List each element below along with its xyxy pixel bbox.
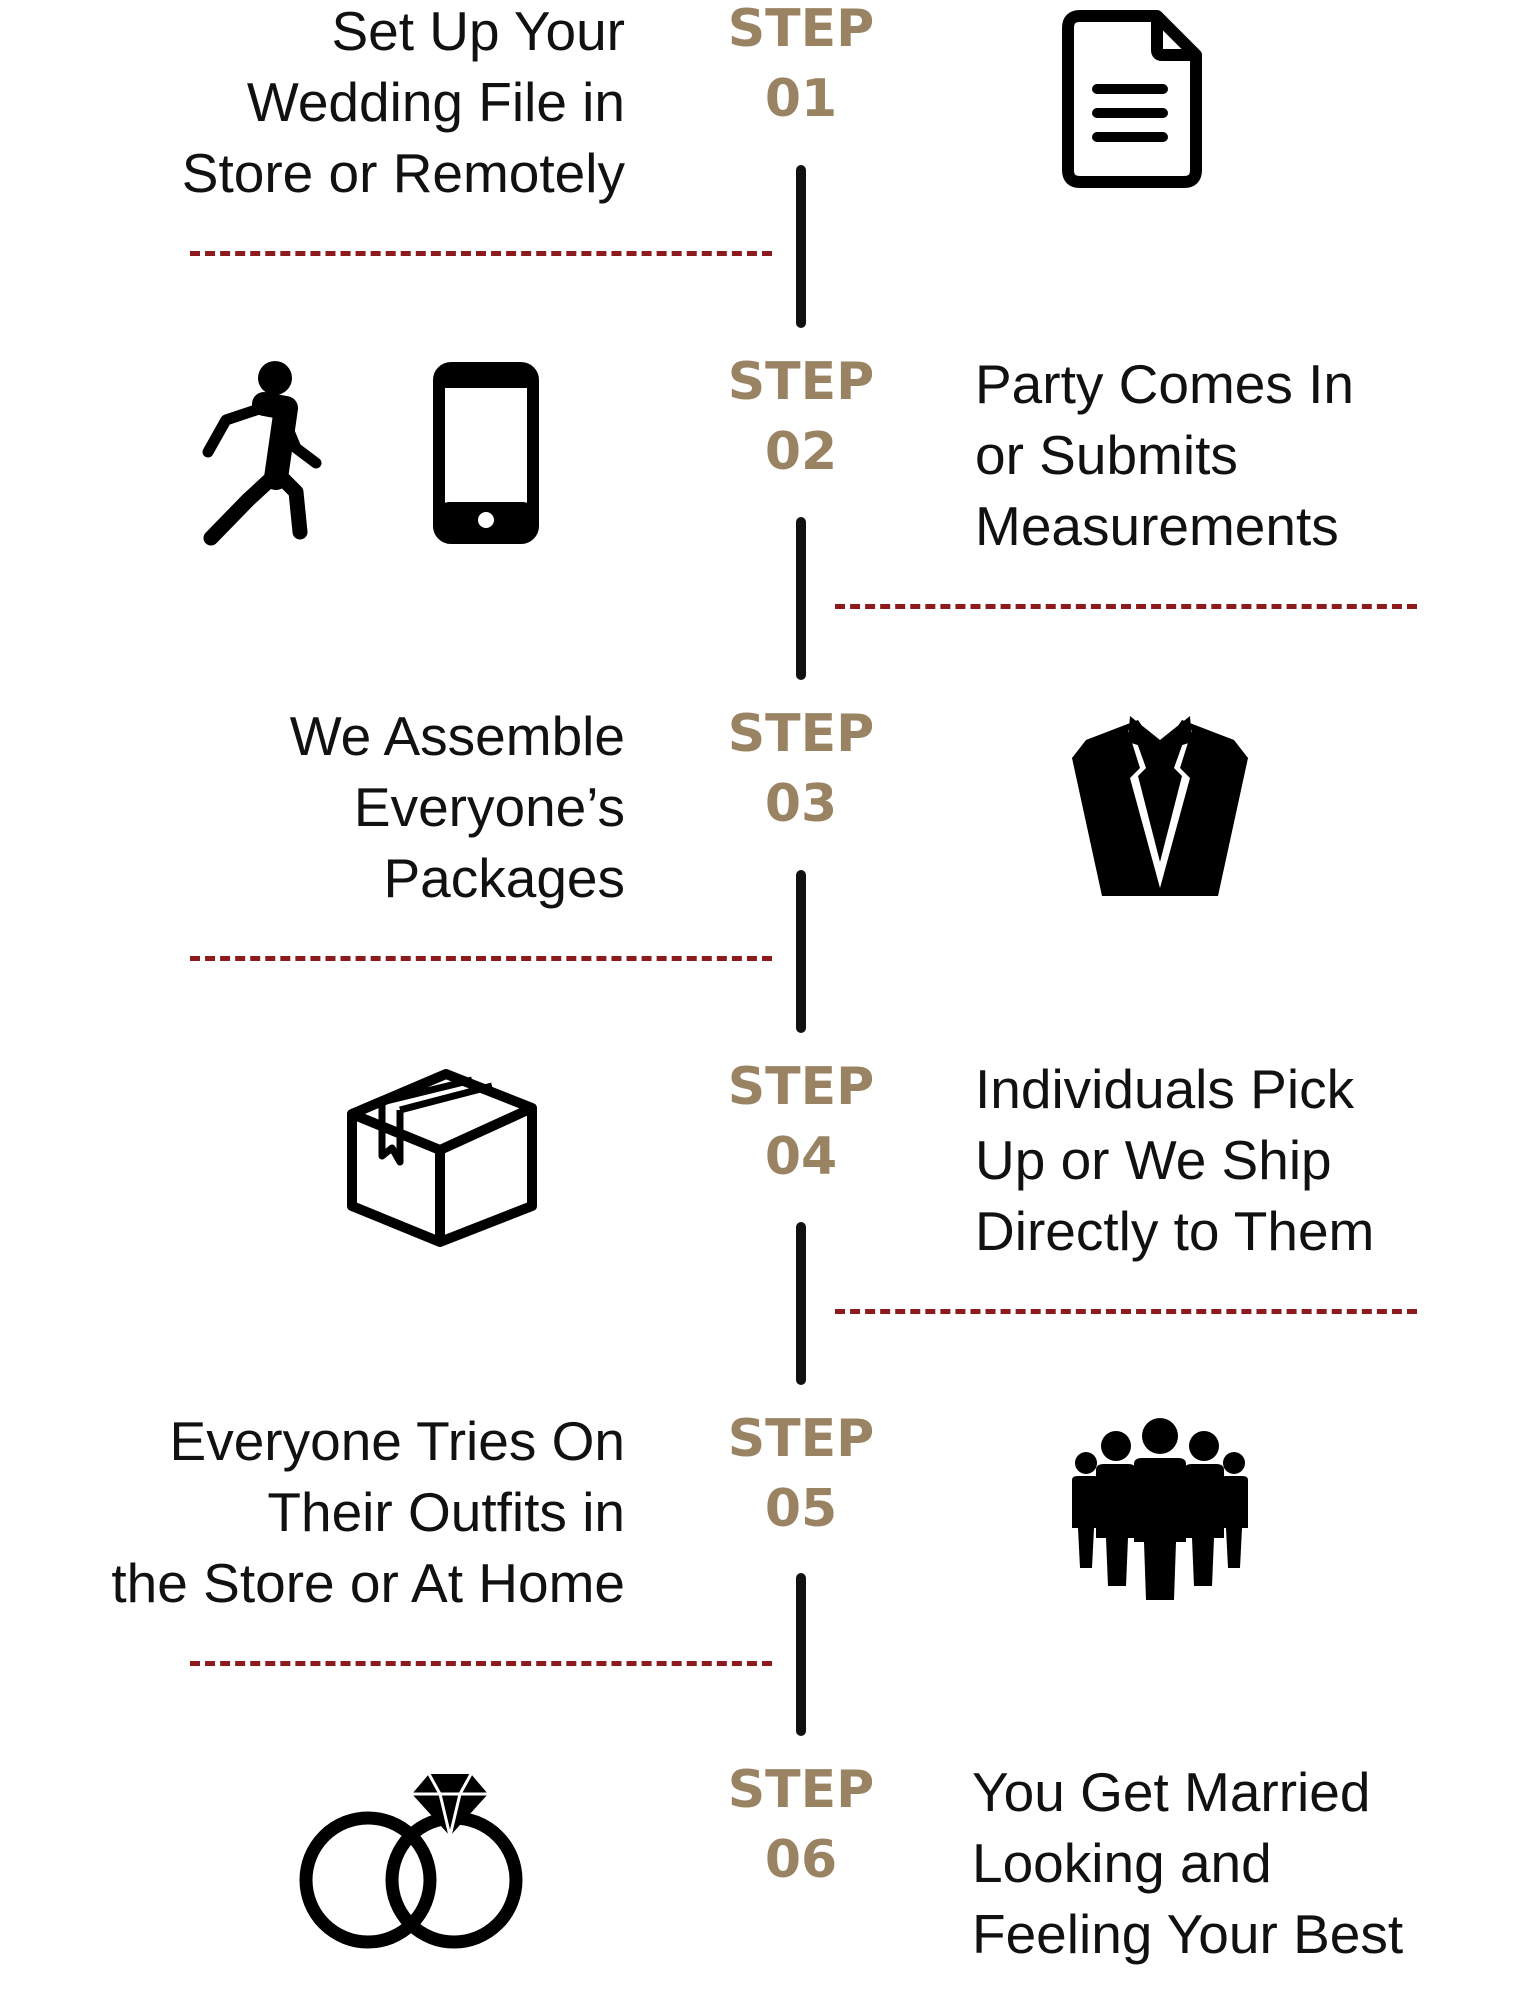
step-01-label: STEP 01 <box>701 0 901 134</box>
step-05-label: STEP 05 <box>701 1404 901 1544</box>
step-03-text-line: We Assemble <box>289 705 625 767</box>
timeline-segment <box>796 1222 806 1385</box>
step-02-text-line: or Submits <box>975 424 1238 486</box>
step-word: STEP <box>727 352 875 412</box>
step-06-text-line: Looking and <box>972 1832 1272 1894</box>
step-05-text-line: Everyone Tries On <box>169 1410 625 1472</box>
step-02-label: STEP 02 <box>701 347 901 487</box>
step-04-text-line: Individuals Pick <box>975 1058 1355 1120</box>
document-icon <box>1062 10 1202 188</box>
step-03-description: We Assemble Everyone’s Packages <box>290 701 625 914</box>
wedding-rings-icon <box>299 1773 523 1949</box>
step-04-label: STEP 04 <box>701 1052 901 1192</box>
walking-person-icon <box>202 361 322 546</box>
step-05-description: Everyone Tries On Their Outfits in the S… <box>111 1406 625 1619</box>
step-number: 06 <box>764 1830 838 1890</box>
step-word: STEP <box>727 1409 875 1469</box>
step-03-text-line: Everyone’s <box>353 776 625 838</box>
step-number: 05 <box>764 1479 838 1539</box>
step-04-text-line: Directly to Them <box>975 1200 1375 1262</box>
step-number: 02 <box>764 422 838 482</box>
step-04-description: Individuals Pick Up or We Ship Directly … <box>975 1054 1374 1267</box>
step-word: STEP <box>727 0 875 59</box>
step-03-text-line: Packages <box>383 847 625 909</box>
dashed-divider <box>190 251 772 256</box>
step-word: STEP <box>727 1057 875 1117</box>
step-06-label: STEP 06 <box>701 1755 901 1895</box>
dashed-divider <box>190 956 772 961</box>
dashed-divider <box>190 1661 772 1666</box>
package-box-icon <box>347 1069 537 1247</box>
step-number: 04 <box>764 1127 838 1187</box>
step-06-text-line: Feeling Your Best <box>972 1903 1404 1965</box>
step-04-text-line: Up or We Ship <box>975 1129 1332 1191</box>
step-02-text-line: Measurements <box>975 495 1339 557</box>
step-05-text-line: the Store or At Home <box>111 1552 625 1614</box>
step-word: STEP <box>727 1760 875 1820</box>
timeline-segment <box>796 870 806 1033</box>
step-02-description: Party Comes In or Submits Measurements <box>975 349 1354 562</box>
step-06-text-line: You Get Married <box>972 1761 1371 1823</box>
timeline-segment <box>796 165 806 328</box>
step-number: 01 <box>764 69 838 129</box>
dashed-divider <box>835 1309 1417 1314</box>
step-01-text-line: Wedding File in <box>246 71 625 133</box>
step-06-description: You Get Married Looking and Feeling Your… <box>972 1757 1403 1970</box>
step-01-text-line: Set Up Your <box>331 0 625 62</box>
step-01-description: Set Up Your Wedding File in Store or Rem… <box>182 0 625 209</box>
timeline-segment <box>796 1573 806 1736</box>
timeline-segment <box>796 517 806 680</box>
step-02-text-line: Party Comes In <box>975 353 1355 415</box>
step-word: STEP <box>727 704 875 764</box>
tuxedo-icon <box>1072 716 1248 896</box>
step-05-text-line: Their Outfits in <box>267 1481 625 1543</box>
group-of-people-icon <box>1072 1418 1248 1600</box>
dashed-divider <box>835 604 1417 609</box>
step-01-text-line: Store or Remotely <box>181 142 625 204</box>
step-03-label: STEP 03 <box>701 699 901 839</box>
step-number: 03 <box>764 774 838 834</box>
smartphone-icon <box>433 362 539 544</box>
